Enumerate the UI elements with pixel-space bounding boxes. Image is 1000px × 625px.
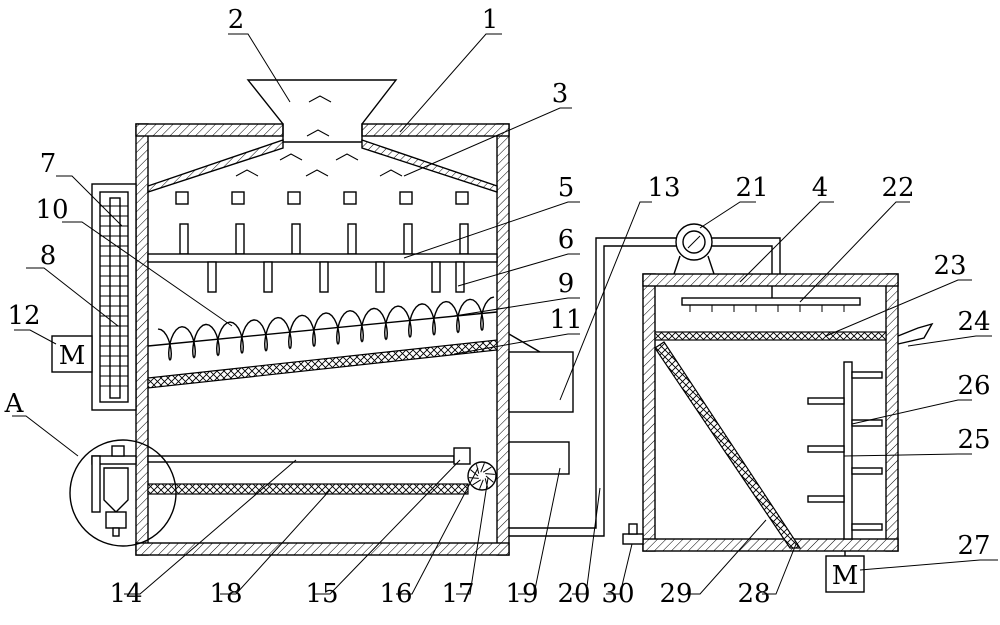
callout-16: 16 [379, 579, 412, 609]
callout-21: 21 [735, 173, 768, 203]
callout-22: 22 [881, 173, 914, 203]
callout-19: 19 [505, 579, 538, 609]
callout-3: 3 [552, 79, 569, 109]
callout-labels: 1 2 3 4 5 6 7 8 9 10 11 12 13 14 15 16 1… [4, 5, 991, 609]
right-tank [642, 273, 899, 552]
callout-25: 25 [957, 425, 990, 455]
return-pipe [595, 237, 781, 508]
callout-24: 24 [957, 307, 990, 337]
motor-left-label: M [59, 341, 86, 371]
detail-a [69, 439, 177, 547]
callout-5: 5 [558, 173, 575, 203]
spray-bar [681, 286, 861, 312]
scraper-rod [147, 447, 471, 465]
callout-1: 1 [482, 5, 499, 35]
distribution-plate [147, 139, 498, 193]
gear-wheel [467, 461, 497, 491]
callout-12: 12 [7, 301, 40, 331]
callout-13: 13 [647, 173, 680, 203]
overflow-outlet [897, 322, 934, 345]
callout-10: 10 [35, 195, 68, 225]
callout-27: 27 [957, 531, 990, 561]
motor-bottom-right-label: M [832, 561, 859, 591]
filter-mesh [654, 331, 887, 341]
screen-plate [147, 253, 498, 263]
callout-A: A [4, 389, 25, 419]
motor-left: M [51, 335, 93, 373]
pump [673, 223, 715, 275]
rack [807, 361, 883, 540]
callout-29: 29 [659, 579, 692, 609]
callout-17: 17 [441, 579, 474, 609]
inclined-plate [654, 341, 802, 549]
collection-box [508, 351, 574, 413]
callout-23: 23 [933, 251, 966, 281]
motor-bottom-right: M [825, 551, 865, 593]
callout-28: 28 [737, 579, 770, 609]
drain-valve [622, 523, 644, 545]
pump-box [508, 441, 570, 475]
callout-18: 18 [209, 579, 242, 609]
sloped-screen [147, 333, 541, 389]
callout-7: 7 [40, 149, 57, 179]
callout-2: 2 [228, 5, 245, 35]
leader-lines [12, 33, 998, 595]
bucket-elevator [91, 183, 137, 411]
callout-11: 11 [549, 305, 582, 335]
callout-26: 26 [957, 371, 990, 401]
callout-30: 30 [601, 579, 634, 609]
callout-15: 15 [305, 579, 338, 609]
crusher-blocks-row [175, 191, 469, 255]
outlet-pipe [509, 508, 605, 537]
callout-4: 4 [812, 173, 829, 203]
bottom-filter [147, 483, 469, 495]
teeth-row [207, 261, 465, 293]
callout-14: 14 [109, 579, 142, 609]
callout-20: 20 [557, 579, 590, 609]
callout-8: 8 [40, 241, 57, 271]
screw-conveyor [147, 296, 498, 361]
callout-9: 9 [558, 269, 575, 299]
callout-6: 6 [558, 225, 575, 255]
